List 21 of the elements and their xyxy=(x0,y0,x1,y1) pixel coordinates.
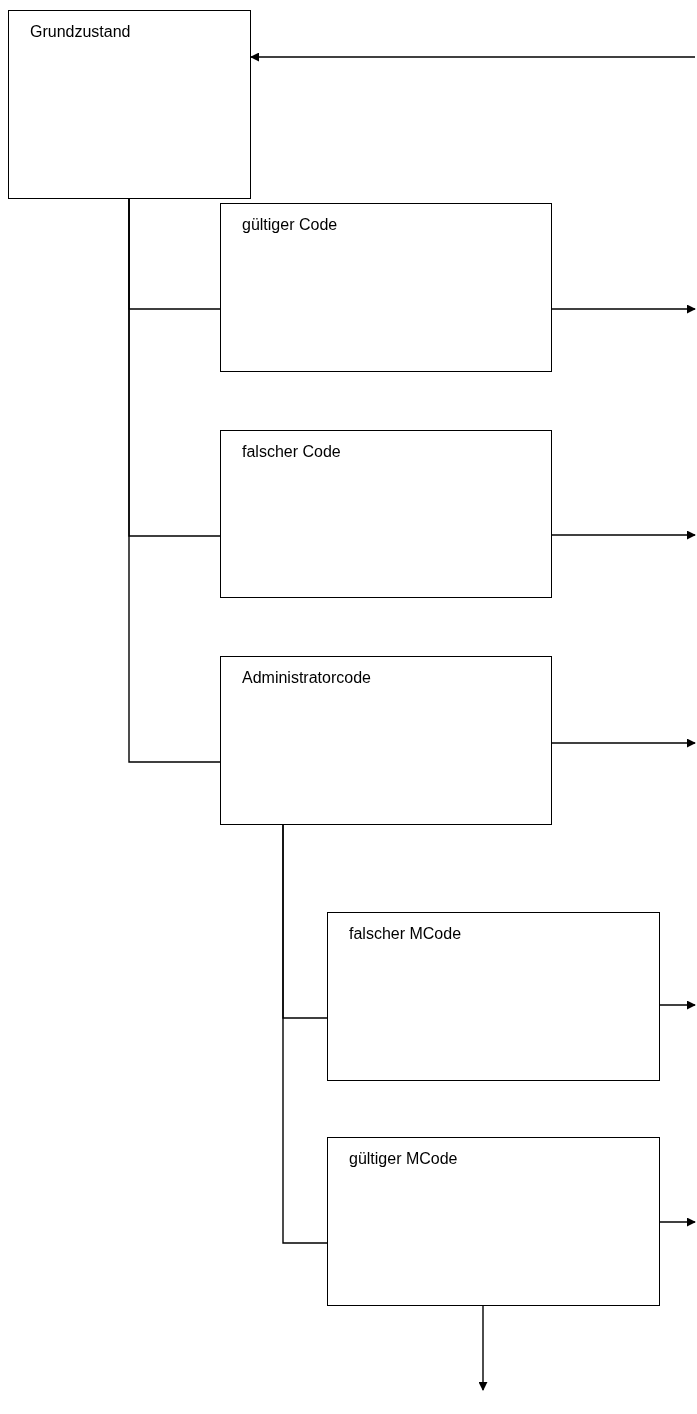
state-box xyxy=(327,912,660,1081)
state-box xyxy=(220,656,552,825)
state-label: gültiger MCode xyxy=(349,1150,458,1168)
arrow xyxy=(659,1000,696,1010)
arrow xyxy=(659,1217,696,1227)
state-label: gültiger Code xyxy=(242,216,338,234)
arrow xyxy=(551,530,696,540)
arrow xyxy=(478,1305,488,1391)
connector-line xyxy=(282,824,328,1244)
arrow xyxy=(250,52,696,62)
state-label: falscher Code xyxy=(242,443,341,461)
arrow xyxy=(551,304,696,314)
state-label: Administratorcode xyxy=(242,669,371,687)
state-label: falscher MCode xyxy=(349,925,462,943)
connector-line xyxy=(128,198,221,763)
state-label: Grundzustand xyxy=(30,23,131,41)
state-box xyxy=(220,203,552,372)
state-box xyxy=(8,10,251,199)
arrow xyxy=(551,738,696,748)
state-box xyxy=(220,430,552,598)
state-box xyxy=(327,1137,660,1306)
